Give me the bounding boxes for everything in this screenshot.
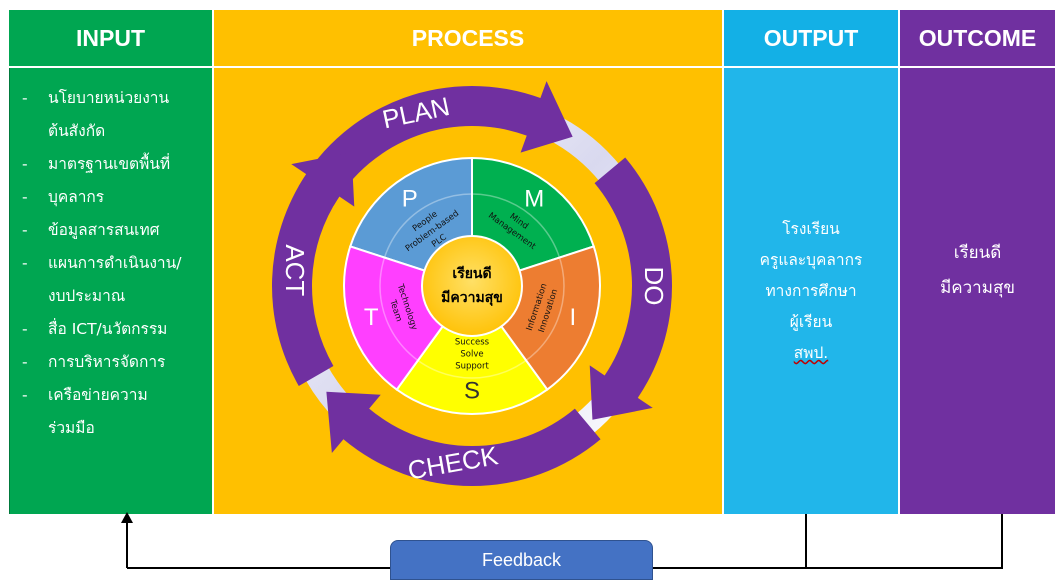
do-arrow bbox=[589, 157, 672, 420]
bullet-dash: - bbox=[22, 320, 28, 338]
output-body: โรงเรียนครูและบุคลากรทางการศึกษาผู้เรียน… bbox=[724, 68, 898, 514]
output-list-item: สพป. bbox=[724, 338, 898, 369]
center-text-line1: เรียนดี bbox=[452, 266, 491, 282]
segment-s bbox=[395, 284, 549, 415]
center-circle bbox=[421, 235, 523, 337]
output-outcome-connector bbox=[805, 514, 1003, 569]
inner-ring bbox=[379, 193, 565, 379]
output-list: โรงเรียนครูและบุคลากรทางการศึกษาผู้เรียน… bbox=[724, 214, 898, 369]
outcome-column: OUTCOME เรียนดี มีความสุข bbox=[900, 10, 1055, 514]
input-item-text: แผนการดำเนินงาน/ งบประมาณ bbox=[48, 254, 182, 305]
output-item-text: ทางการศึกษา bbox=[765, 282, 857, 300]
segment-letter-i: I bbox=[569, 304, 576, 331]
plan-arrow bbox=[298, 81, 573, 206]
segment-word: Support bbox=[455, 362, 489, 372]
input-body: - นโยบายหน่วยงาน ต้นสังกัด - มาตรฐานเขตพื้น… bbox=[9, 68, 212, 514]
act-arrow bbox=[272, 152, 355, 386]
segment-letter-p: P bbox=[402, 186, 418, 213]
bullet-dash: - bbox=[22, 89, 28, 107]
input-list-item: - การบริหารจัดการ bbox=[22, 346, 206, 379]
input-header: INPUT bbox=[9, 10, 212, 66]
do-label: DO bbox=[639, 267, 669, 306]
bullet-dash: - bbox=[22, 188, 28, 206]
segment-word: Success bbox=[455, 338, 490, 348]
output-item-text: โรงเรียน bbox=[782, 220, 840, 238]
bullet-dash: - bbox=[22, 353, 28, 371]
input-list-item: - เครือข่ายความ ร่วมมือ bbox=[22, 379, 206, 445]
input-list-item: - ข้อมูลสารสนเทศ bbox=[22, 214, 206, 247]
bullet-dash: - bbox=[22, 254, 28, 272]
pdca-cycle-diagram: PLANDOCHECKACTPPeopleProblem-basedPLCMMi… bbox=[272, 81, 672, 486]
outcome-body: เรียนดี มีความสุข bbox=[900, 68, 1055, 514]
output-list-item: โรงเรียน bbox=[724, 214, 898, 245]
outcome-text: เรียนดี มีความสุข bbox=[940, 243, 1015, 298]
segment-word: Solve bbox=[460, 350, 483, 360]
input-list-item: - สื่อ ICT/นวัตกรรม bbox=[22, 313, 206, 346]
segment-letter-s: S bbox=[464, 377, 480, 404]
output-item-text: สพป. bbox=[793, 344, 829, 362]
bullet-dash: - bbox=[22, 386, 28, 404]
output-list-item: ทางการศึกษา bbox=[724, 276, 898, 307]
outcome-header: OUTCOME bbox=[900, 10, 1055, 66]
feedback-box: Feedback bbox=[390, 540, 653, 580]
input-list-item: - นโยบายหน่วยงาน ต้นสังกัด bbox=[22, 82, 206, 148]
feedback-arrowhead-icon bbox=[121, 512, 133, 523]
output-header: OUTPUT bbox=[724, 10, 898, 66]
input-list: - นโยบายหน่วยงาน ต้นสังกัด - มาตรฐานเขตพื้น… bbox=[10, 68, 212, 445]
input-item-text: มาตรฐานเขตพื้นที่ bbox=[48, 155, 171, 173]
center-text-line2: มีความสุข bbox=[441, 290, 503, 306]
output-column: OUTPUT โรงเรียนครูและบุคลากรทางการศึกษาผ… bbox=[724, 10, 898, 514]
input-item-text: สื่อ ICT/นวัตกรรม bbox=[48, 320, 168, 338]
process-header: PROCESS bbox=[214, 10, 722, 66]
input-list-item: - บุคลากร bbox=[22, 181, 206, 214]
bullet-dash: - bbox=[22, 155, 28, 173]
segment-letter-m: M bbox=[524, 186, 544, 213]
bullet-dash: - bbox=[22, 221, 28, 239]
input-item-text: ข้อมูลสารสนเทศ bbox=[48, 221, 160, 239]
input-item-text: นโยบายหน่วยงาน ต้นสังกัด bbox=[48, 89, 170, 140]
input-column: INPUT - นโยบายหน่วยงาน ต้นสังกัด - มาตรฐานเ… bbox=[9, 10, 212, 514]
output-item-text: ครูและบุคลากร bbox=[759, 251, 863, 269]
output-list-item: ครูและบุคลากร bbox=[724, 245, 898, 276]
input-list-item: - มาตรฐานเขตพื้นที่ bbox=[22, 148, 206, 181]
segment-letter-t: T bbox=[364, 304, 379, 331]
check-arrow bbox=[326, 391, 601, 486]
input-item-text: การบริหารจัดการ bbox=[48, 353, 166, 371]
output-list-item: ผู้เรียน bbox=[724, 307, 898, 338]
act-label: ACT bbox=[280, 244, 310, 296]
input-item-text: บุคลากร bbox=[48, 188, 105, 206]
input-item-text: เครือข่ายความ ร่วมมือ bbox=[48, 386, 148, 437]
output-item-text: ผู้เรียน bbox=[789, 313, 833, 331]
input-list-item: - แผนการดำเนินงาน/ งบประมาณ bbox=[22, 247, 206, 313]
